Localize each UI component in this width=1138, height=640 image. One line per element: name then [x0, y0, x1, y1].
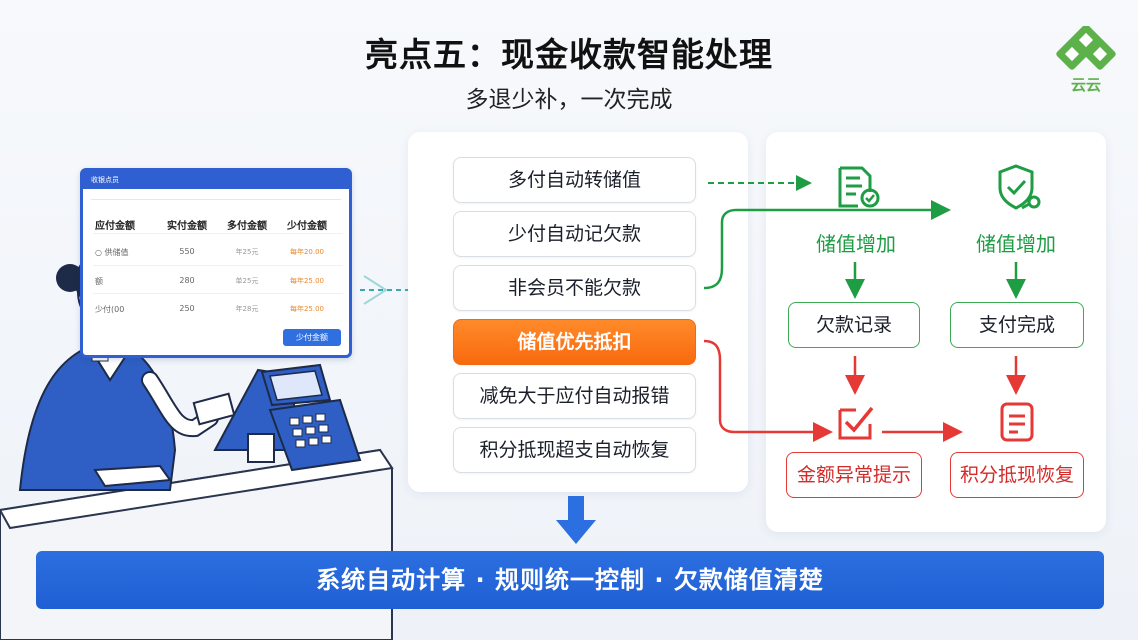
- monitor-cell: ○ 供储值: [95, 248, 129, 257]
- monitor-cell: 单25元: [235, 277, 259, 285]
- monitor-col: 应付金额: [95, 221, 135, 232]
- rule-non-member-no-debt[interactable]: 非会员不能欠款: [453, 265, 696, 311]
- monitor-cell: 每年25.00: [289, 305, 325, 313]
- monitor-cell: 年28元: [235, 305, 259, 313]
- monitor-cell: 额: [95, 277, 103, 286]
- box-amount-alert: 金额异常提示: [786, 452, 922, 498]
- monitor-col: 少付金额: [287, 221, 327, 232]
- underpaid-amount-button[interactable]: 少付金额: [283, 329, 341, 346]
- monitor-cell: 少付(00: [95, 305, 125, 314]
- rule-overpay-to-balance[interactable]: 多付自动转储值: [453, 157, 696, 203]
- pos-monitor-screen: 收银点员 应付金额 实付金额 多付金额 少付金额 ○ 供储值 550 年25元 …: [80, 168, 352, 358]
- monitor-table-row: 额 280 单25元 每年25.00: [95, 276, 340, 287]
- rule-discount-error[interactable]: 减免大于应付自动报错: [453, 373, 696, 419]
- monitor-cell: 每年20.00: [289, 248, 325, 256]
- rule-points-restore[interactable]: 积分抵现超支自动恢复: [453, 427, 696, 473]
- logo-mark-icon: [1056, 24, 1116, 70]
- down-arrow-icon: [556, 496, 596, 544]
- box-points-restore: 积分抵现恢复: [950, 452, 1084, 498]
- monitor-cell: 每年25.00: [289, 277, 325, 285]
- flow-label-balance-increase-2: 储值增加: [976, 232, 1056, 256]
- monitor-table-header: 应付金额 实付金额 多付金额 少付金额: [95, 217, 340, 232]
- checkbox-alert-icon: [838, 406, 874, 440]
- box-debt-record: 欠款记录: [788, 302, 920, 348]
- box-payment-complete: 支付完成: [950, 302, 1084, 348]
- monitor-subbar: [91, 194, 341, 200]
- page-title: 亮点五：现金收款智能处理: [365, 35, 773, 74]
- monitor-cell: 250: [179, 304, 195, 313]
- monitor-col: 实付金额: [167, 221, 207, 232]
- monitor-app-bar: 收银点员: [83, 171, 349, 189]
- summary-banner: 系统自动计算 · 规则统一控制 · 欠款储值清楚: [36, 551, 1104, 609]
- monitor-app-name: 收银点员: [91, 176, 119, 184]
- rule-underpay-to-debt[interactable]: 少付自动记欠款: [453, 211, 696, 257]
- document-lines-icon: [1000, 402, 1034, 442]
- rules-card: 多付自动转储值 少付自动记欠款 非会员不能欠款 储值优先抵扣 减免大于应付自动报…: [408, 132, 748, 492]
- rule-balance-first[interactable]: 储值优先抵扣: [453, 319, 696, 365]
- monitor-table-row: ○ 供储值 550 年25元 每年20.00: [95, 247, 340, 258]
- monitor-col: 多付金额: [227, 221, 267, 232]
- monitor-table-row: 少付(00 250 年28元 每年25.00: [95, 304, 340, 315]
- flow-result-card: 储值增加 储值增加 欠款记录 支付完成 金额异常提示 积分抵现恢复: [766, 132, 1106, 532]
- monitor-cell: 280: [179, 276, 195, 285]
- monitor-cell: 550: [179, 247, 195, 256]
- page-subtitle: 多退少补，一次完成: [465, 87, 673, 113]
- flow-label-balance-increase: 储值增加: [816, 232, 896, 256]
- shield-check-icon: [998, 164, 1041, 210]
- monitor-cell: 年25元: [235, 248, 259, 256]
- logo-text: 云云: [1070, 76, 1101, 94]
- brand-logo: 云云: [1052, 24, 1120, 98]
- document-check-icon: [838, 166, 880, 208]
